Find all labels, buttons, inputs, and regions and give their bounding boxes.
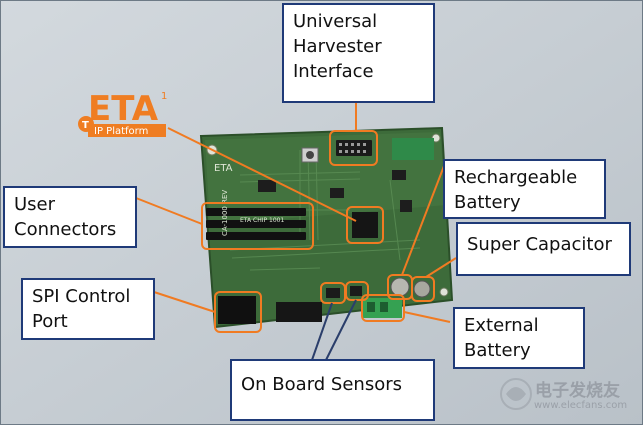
logo-tagline-bar <box>88 124 166 137</box>
callout-line-super-cap <box>425 257 457 278</box>
push-button-cap <box>306 151 314 159</box>
board-chip-label: ETA CHIP 1001 <box>240 217 284 224</box>
circuit-board: ETA CA-1000 REV ETA CHIP 1001 <box>199 126 454 329</box>
callout-line-logo <box>167 127 357 222</box>
user-connector-headers <box>206 208 306 240</box>
callout-line-rechargeable <box>401 165 445 276</box>
board-ic <box>258 170 412 212</box>
label-user-connectors: User Connectors <box>3 186 137 248</box>
highlight-harvester <box>329 130 378 166</box>
main-chip <box>352 212 378 238</box>
mounting-hole <box>439 287 449 297</box>
sensor-pointer-lines <box>311 299 357 361</box>
super-capacitor-cell <box>413 280 431 298</box>
logo-emblem-letter: T <box>82 120 89 131</box>
label-on-board-sensors: On Board Sensors <box>230 359 435 421</box>
highlight-sensor-b <box>345 281 369 301</box>
label-universal-harvester-interface: Universal Harvester Interface <box>282 3 435 103</box>
callout-lines <box>135 102 457 323</box>
highlight-external <box>361 294 405 322</box>
highlight-super-cap <box>411 276 435 302</box>
spi-header <box>218 296 256 324</box>
callout-highlights <box>201 130 435 333</box>
highlight-chip <box>346 206 384 244</box>
watermark-url: www.elecfans.com <box>534 400 628 411</box>
callout-line-external <box>403 311 451 323</box>
watermark-chinese: 电子发烧友 <box>535 381 620 401</box>
logo-brand: ETA <box>88 89 159 129</box>
callout-line-spi <box>153 291 216 313</box>
highlight-user-connectors <box>201 202 314 250</box>
sensor-components <box>326 286 362 298</box>
label-spi-control-port: SPI Control Port <box>21 278 155 340</box>
label-super-capacitor: Super Capacitor <box>456 222 631 276</box>
logo-emblem-icon <box>78 116 94 132</box>
watermark-logo-icon <box>500 378 532 410</box>
board-label-top: ETA <box>214 163 233 174</box>
harvester-header-pins <box>339 143 366 153</box>
eta-logo: ETA 1 IP Platform T <box>78 89 167 137</box>
aux-header <box>276 302 322 322</box>
harvester-header <box>336 140 372 156</box>
board-shading <box>205 132 446 225</box>
logo-superscript: 1 <box>161 91 167 102</box>
label-external-battery: External Battery <box>453 307 585 369</box>
board-side-text: CA-1000 REV <box>221 190 229 236</box>
rechargeable-battery-cell <box>390 277 410 297</box>
label-rechargeable-battery: Rechargeable Battery <box>443 159 606 219</box>
green-terminal-block <box>362 138 434 318</box>
logo-tagline: IP Platform <box>94 126 148 137</box>
callout-line-user-connectors <box>135 197 203 225</box>
